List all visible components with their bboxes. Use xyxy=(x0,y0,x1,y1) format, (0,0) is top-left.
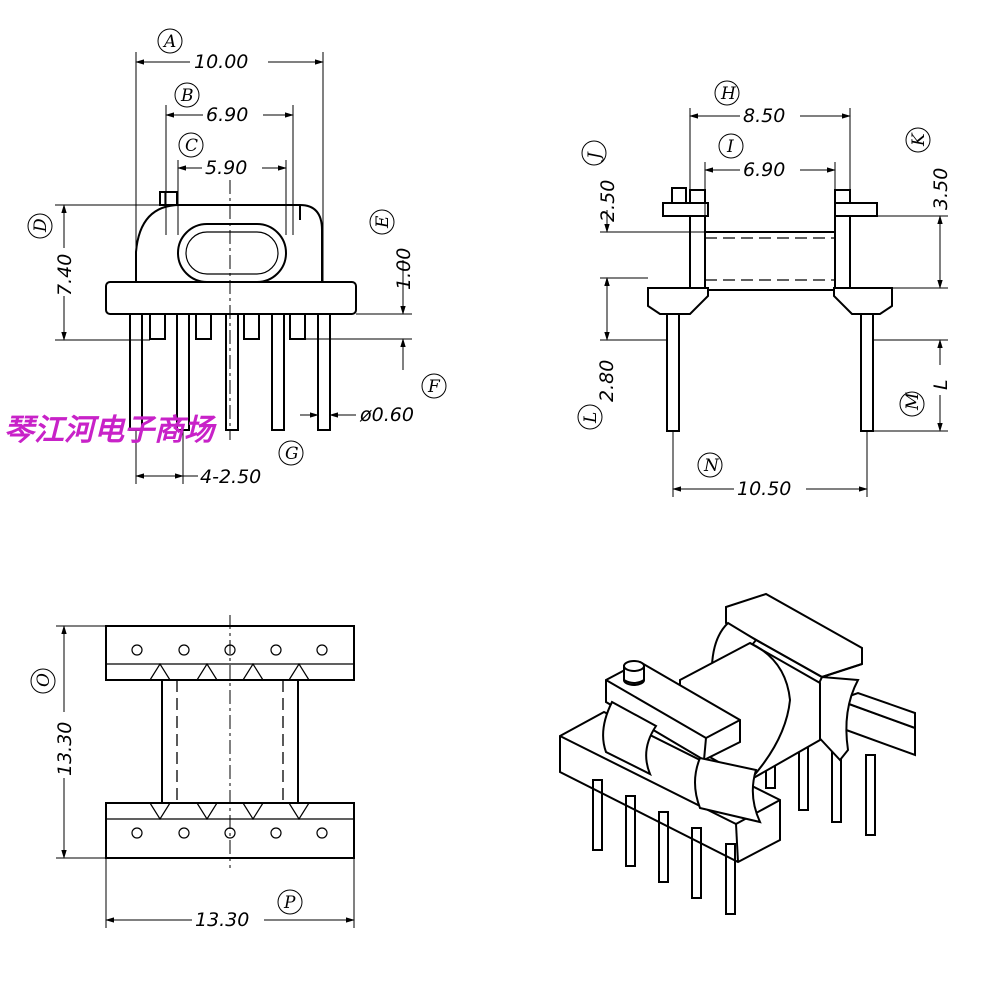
label-f: F xyxy=(427,377,441,397)
label-d: D xyxy=(31,218,51,233)
label-m: M xyxy=(903,392,923,411)
label-h: H xyxy=(720,84,737,104)
label-a: A xyxy=(162,32,176,52)
dim-f-value: ø0.60 xyxy=(359,404,414,426)
dim-b-value: 6.90 xyxy=(206,104,248,126)
label-g: G xyxy=(285,444,299,464)
dim-d-value: 7.40 xyxy=(54,254,76,296)
front-view: 10.00 A 6.90 B 5.90 C 7.40 D 1.00 E xyxy=(27,28,447,488)
dim-p-value: 13.30 xyxy=(195,909,249,931)
dim-m-value: L xyxy=(930,379,952,390)
label-l: L xyxy=(581,412,601,424)
label-j: J xyxy=(585,151,605,162)
label-c: C xyxy=(185,136,198,156)
dim-h-value: 8.50 xyxy=(743,105,785,127)
label-o: O xyxy=(34,673,54,687)
dim-i-value: 6.90 xyxy=(743,159,785,181)
dim-l-value: 2.80 xyxy=(596,360,618,402)
dim-g-value: 4-2.50 xyxy=(200,466,261,488)
dim-n-value: 10.50 xyxy=(737,478,791,500)
bottom-view: 13.30 O 13.30 P xyxy=(30,615,355,931)
label-k: K xyxy=(909,132,929,147)
label-e: E xyxy=(373,215,393,229)
dim-a-value: 10.00 xyxy=(194,51,248,73)
label-b: B xyxy=(180,86,194,106)
watermark-text: 琴江河电子商场 xyxy=(4,413,217,448)
dim-k-value: 3.50 xyxy=(930,168,952,210)
dim-j-value: 2.50 xyxy=(597,180,619,222)
dim-e-value: 1.00 xyxy=(393,248,415,290)
isometric-view xyxy=(559,592,916,915)
dim-c-value: 5.90 xyxy=(205,157,247,179)
dim-o-value: 13.30 xyxy=(54,722,76,776)
side-view: 8.50 H 6.90 I 2.50 J 3.50 K 2.80 L xyxy=(577,80,954,500)
label-i: I xyxy=(726,137,734,157)
label-p: P xyxy=(283,893,296,913)
label-n: N xyxy=(703,456,720,476)
